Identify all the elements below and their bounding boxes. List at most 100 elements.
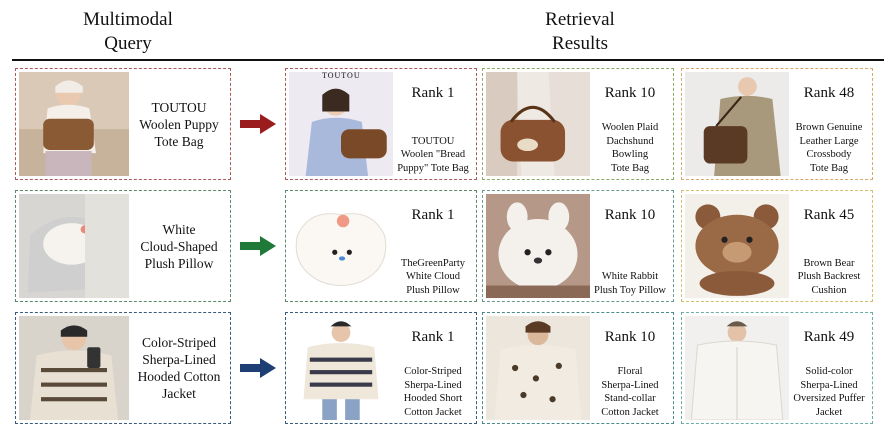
query-header-line-1: Multimodal (83, 9, 173, 30)
result-label-line: Sherpa-Lined (404, 379, 462, 391)
query-label-line: Hooded Cotton (137, 369, 221, 384)
query-label-line: Jacket (162, 386, 196, 401)
brand-watermark: TOUTOU (322, 71, 361, 80)
result-label-line: Tote Bag (610, 162, 650, 174)
multimodal-query-header: Multimodal Query (28, 8, 228, 56)
result-label-line: Stand-collar (604, 393, 656, 404)
result-label-line: Bowling (611, 149, 649, 160)
result-label-line: Oversized Puffer (793, 393, 865, 404)
right-arrow-icon (240, 236, 276, 256)
result-label-line: Floral (617, 366, 643, 377)
rank-label: Rank 10 (604, 207, 656, 223)
result-label-line: Plush Backrest (797, 271, 861, 282)
query-label-line: Cloud-Shaped (140, 238, 218, 254)
result-label-line: White Cloud (406, 271, 460, 282)
result-label-line: Puppy" Tote Bag (397, 162, 469, 174)
patterned-jacket-selfie-photo (19, 316, 129, 420)
rank-label: Rank 49 (803, 329, 855, 345)
white-rabbit-pillow-photo (486, 194, 590, 298)
woman-with-tote-bag-photo (289, 72, 393, 176)
query-label-line: TOUTOU (151, 99, 207, 115)
header-divider (12, 59, 884, 61)
woman-with-brown-tote-bag-photo (19, 72, 129, 176)
results-header-line-2: Results (552, 33, 608, 54)
query-label-line: Tote Bag (154, 133, 204, 149)
result-label-line: Woolen Plaid (601, 122, 659, 133)
query-label-line: Sherpa-Lined (142, 352, 216, 367)
result-label-line: Leather Large (799, 135, 859, 147)
rank-label: Rank 10 (604, 329, 656, 345)
rank-label: Rank 1 (411, 85, 455, 101)
rank-label: Rank 10 (604, 85, 656, 101)
retrieval-results-header: Retrieval Results (480, 8, 680, 56)
brown-bear-cushion-photo (685, 194, 789, 298)
query-label-line: White (162, 221, 196, 237)
right-arrow-icon (240, 114, 276, 134)
result-label-line: Color-Striped (404, 366, 462, 377)
rank-label: Rank 1 (411, 329, 455, 345)
leather-crossbody-bag-photo (685, 72, 789, 176)
patterned-hooded-jacket-photo (289, 316, 393, 420)
result-label-line: Cotton Jacket (601, 406, 659, 418)
result-label-line: TOUTOU (411, 135, 455, 147)
query-label-line: Woolen Puppy (139, 116, 219, 132)
result-label-line: Hooded Short (403, 393, 463, 404)
plaid-bowling-bag-photo (486, 72, 590, 176)
result-label-line: Tote Bag (809, 162, 849, 174)
result-label-line: Cotton Jacket (404, 406, 462, 418)
result-label-line: TheGreenParty (400, 257, 466, 269)
white-cloud-pillow-photo (289, 194, 393, 298)
rank-label: Rank 1 (411, 207, 455, 223)
result-label-line: Woolen "Bread (400, 149, 466, 160)
query-header-line-2: Query (104, 33, 152, 54)
result-label-line: Sherpa-Lined (800, 379, 858, 391)
result-label-line: White Rabbit (601, 271, 659, 282)
result-label-line: Dachshund (606, 135, 654, 147)
result-label-line: Jacket (815, 406, 843, 418)
results-header-line-1: Retrieval (545, 9, 615, 30)
right-arrow-icon (240, 358, 276, 378)
result-label-line: Brown Bear (803, 257, 855, 269)
result-label-line: Solid-color (805, 366, 853, 377)
query-label-line: Color-Striped (142, 335, 216, 350)
result-label-line: Crossbody (806, 149, 852, 160)
rank-label: Rank 48 (803, 85, 855, 101)
result-label-line: Brown Genuine (795, 122, 863, 133)
result-label-line: Plush Toy Pillow (593, 284, 666, 296)
